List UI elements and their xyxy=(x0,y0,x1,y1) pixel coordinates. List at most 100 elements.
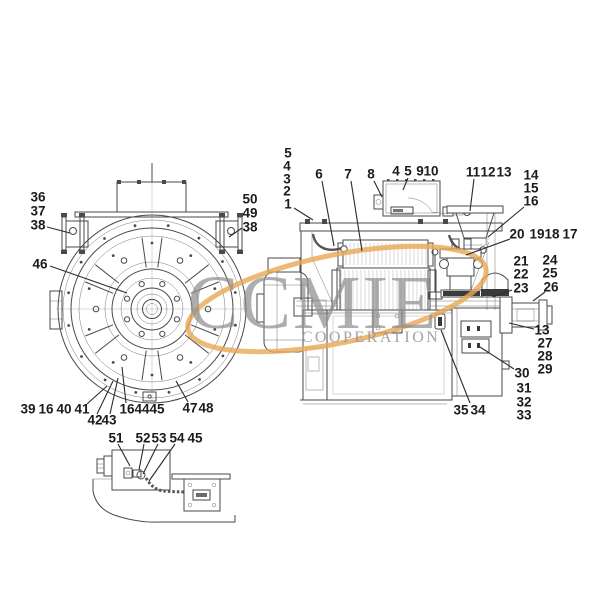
bottom-tab xyxy=(142,391,157,402)
leader-46 xyxy=(49,265,128,294)
side-tab xyxy=(49,290,63,330)
callout-5-stack: 5 xyxy=(284,146,292,161)
leader-11 xyxy=(469,178,475,212)
callout-20: 20 xyxy=(509,227,524,242)
callout-46: 46 xyxy=(32,257,48,272)
leader-13-mid xyxy=(508,322,535,330)
callout-31: 31 xyxy=(516,381,532,396)
callout-30: 30 xyxy=(514,366,529,381)
leader-54 xyxy=(148,443,176,482)
top-mount-bracket xyxy=(74,163,229,218)
valve-assembly xyxy=(439,238,483,298)
callout-38-left: 38 xyxy=(30,218,46,233)
wheel-end-view xyxy=(49,163,248,404)
callout-14: 14 xyxy=(523,168,539,183)
leader-38-right xyxy=(228,227,243,238)
callout-44: 44 xyxy=(134,402,150,417)
leader-30 xyxy=(479,346,515,370)
callout-32: 32 xyxy=(516,395,531,410)
callout-16-bc: 16 xyxy=(119,402,135,417)
rim-bolts xyxy=(67,224,237,394)
callout-11: 11 xyxy=(466,165,481,180)
leader-20 xyxy=(465,238,511,256)
callout-13-top: 13 xyxy=(496,165,512,180)
callout-10: 10 xyxy=(423,164,438,179)
callout-3: 3 xyxy=(283,172,291,187)
callout-50: 50 xyxy=(242,192,257,207)
leader-51 xyxy=(117,443,131,467)
watermark-brand-text: CCMIE xyxy=(188,261,439,345)
watermark-swoosh-icon xyxy=(185,243,489,355)
left-hose xyxy=(311,233,343,251)
callout-16-right: 16 xyxy=(523,194,539,209)
callout-29: 29 xyxy=(537,362,552,377)
hub-bolts xyxy=(124,281,180,337)
leader-42 xyxy=(96,380,114,415)
callout-21: 21 xyxy=(513,254,529,269)
callout-1: 1 xyxy=(284,197,292,212)
leader-34 xyxy=(440,329,471,404)
leader-7 xyxy=(350,180,363,252)
callout-39: 39 xyxy=(20,402,35,417)
callout-33: 33 xyxy=(516,408,532,423)
leader-16-right xyxy=(487,206,525,238)
leader-26 xyxy=(532,291,546,302)
wheel-spokes xyxy=(85,237,219,381)
switch-item xyxy=(434,313,446,330)
callout-49: 49 xyxy=(242,206,257,221)
callout-25: 25 xyxy=(542,266,558,281)
callout-47: 47 xyxy=(182,401,197,416)
callout-42: 42 xyxy=(87,413,102,428)
callout-27: 27 xyxy=(537,336,552,351)
callout-51: 51 xyxy=(108,431,124,446)
leader-38-left xyxy=(46,226,71,234)
callout-15: 15 xyxy=(523,181,539,196)
callout-18: 18 xyxy=(544,227,560,242)
leader-16-bc xyxy=(121,366,127,404)
callout-4-top: 4 xyxy=(392,164,400,179)
left-hanger-bracket xyxy=(61,213,89,254)
funnel xyxy=(446,205,504,310)
junction-box xyxy=(451,307,511,397)
leader-6 xyxy=(321,180,335,247)
callout-53: 53 xyxy=(151,431,167,446)
leader-23 xyxy=(491,289,513,298)
watermark: CCMIE COOPERATION xyxy=(185,243,489,355)
callout-4-stack: 4 xyxy=(283,159,291,174)
leader-53 xyxy=(142,443,159,475)
chain xyxy=(144,477,193,494)
callout-5-top: 5 xyxy=(404,164,412,179)
watermark-subtitle-text: COOPERATION xyxy=(302,329,441,346)
callout-38-right: 38 xyxy=(242,220,258,235)
callout-40: 40 xyxy=(56,402,71,417)
callout-2: 2 xyxy=(283,184,291,199)
leader-41 xyxy=(86,385,108,405)
limit-switch-subassembly xyxy=(92,449,236,523)
callout-13-mid: 13 xyxy=(534,323,550,338)
web-bolts xyxy=(92,257,212,361)
callout-7: 7 xyxy=(344,167,352,182)
callout-23: 23 xyxy=(513,281,529,296)
top-frame xyxy=(293,219,503,317)
callout-24: 24 xyxy=(542,253,558,268)
leader-52 xyxy=(138,443,145,471)
callout-41: 41 xyxy=(74,402,90,417)
callout-8: 8 xyxy=(367,167,375,182)
callout-37: 37 xyxy=(30,204,45,219)
callout-12: 12 xyxy=(480,165,495,180)
leader-47 xyxy=(175,380,189,403)
callout-45-b: 45 xyxy=(149,402,165,417)
callout-16-bl: 16 xyxy=(38,402,54,417)
callout-26: 26 xyxy=(543,280,559,295)
leader-5-top xyxy=(402,177,409,191)
drum-body xyxy=(331,267,437,311)
callout-54: 54 xyxy=(169,431,185,446)
lower-housing xyxy=(300,309,453,405)
right-hanger-bracket xyxy=(215,213,243,254)
callout-45-sub: 45 xyxy=(187,431,203,446)
callout-48: 48 xyxy=(198,401,214,416)
callout-35: 35 xyxy=(453,403,469,418)
